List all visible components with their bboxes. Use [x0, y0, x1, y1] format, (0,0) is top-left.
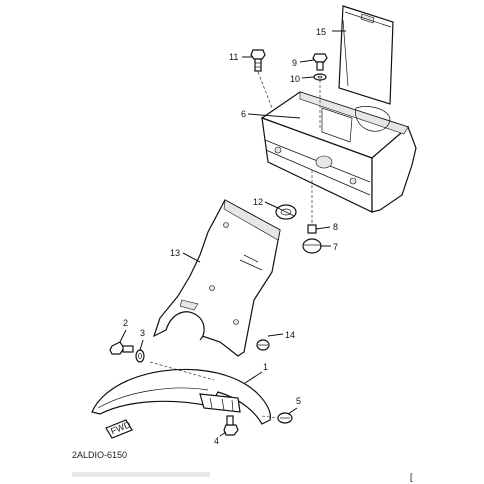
leader-lines: [119, 30, 346, 437]
collar-8: [307, 224, 317, 234]
drawing-code: 2ALDIO-6150: [72, 450, 127, 460]
callout-15: 15: [316, 27, 326, 37]
bolt-2: [109, 341, 134, 355]
corner-mark: [: [410, 472, 413, 482]
callout-11: 11: [229, 52, 238, 62]
damper-7: [302, 238, 322, 254]
battery-box: [257, 71, 417, 224]
callout-9: 9: [292, 58, 297, 68]
callout-1: 1: [263, 362, 268, 372]
rear-panel: [152, 199, 281, 357]
callout-2: 2: [123, 318, 128, 328]
screw-5: [261, 412, 293, 424]
callout-13: 13: [170, 248, 180, 258]
callout-6: 6: [241, 109, 246, 119]
document-pouch: [338, 5, 394, 105]
callout-4: 4: [214, 436, 219, 446]
callout-12: 12: [253, 197, 263, 207]
bolt-9: [312, 53, 328, 71]
bolt-4: [223, 415, 239, 436]
faint-bleed-through-text: [72, 472, 210, 477]
callout-10: 10: [290, 74, 300, 84]
callout-3: 3: [140, 328, 145, 338]
washer-10: [313, 73, 327, 81]
bolt-11: [250, 49, 266, 72]
bolt-14: [256, 339, 270, 351]
grommet-12: [275, 204, 297, 220]
callout-7: 7: [333, 242, 338, 252]
washer-3: [135, 349, 145, 363]
callout-14: 14: [285, 330, 295, 340]
callout-5: 5: [296, 396, 301, 406]
callout-8: 8: [333, 222, 338, 232]
rear-fender: [91, 361, 271, 439]
